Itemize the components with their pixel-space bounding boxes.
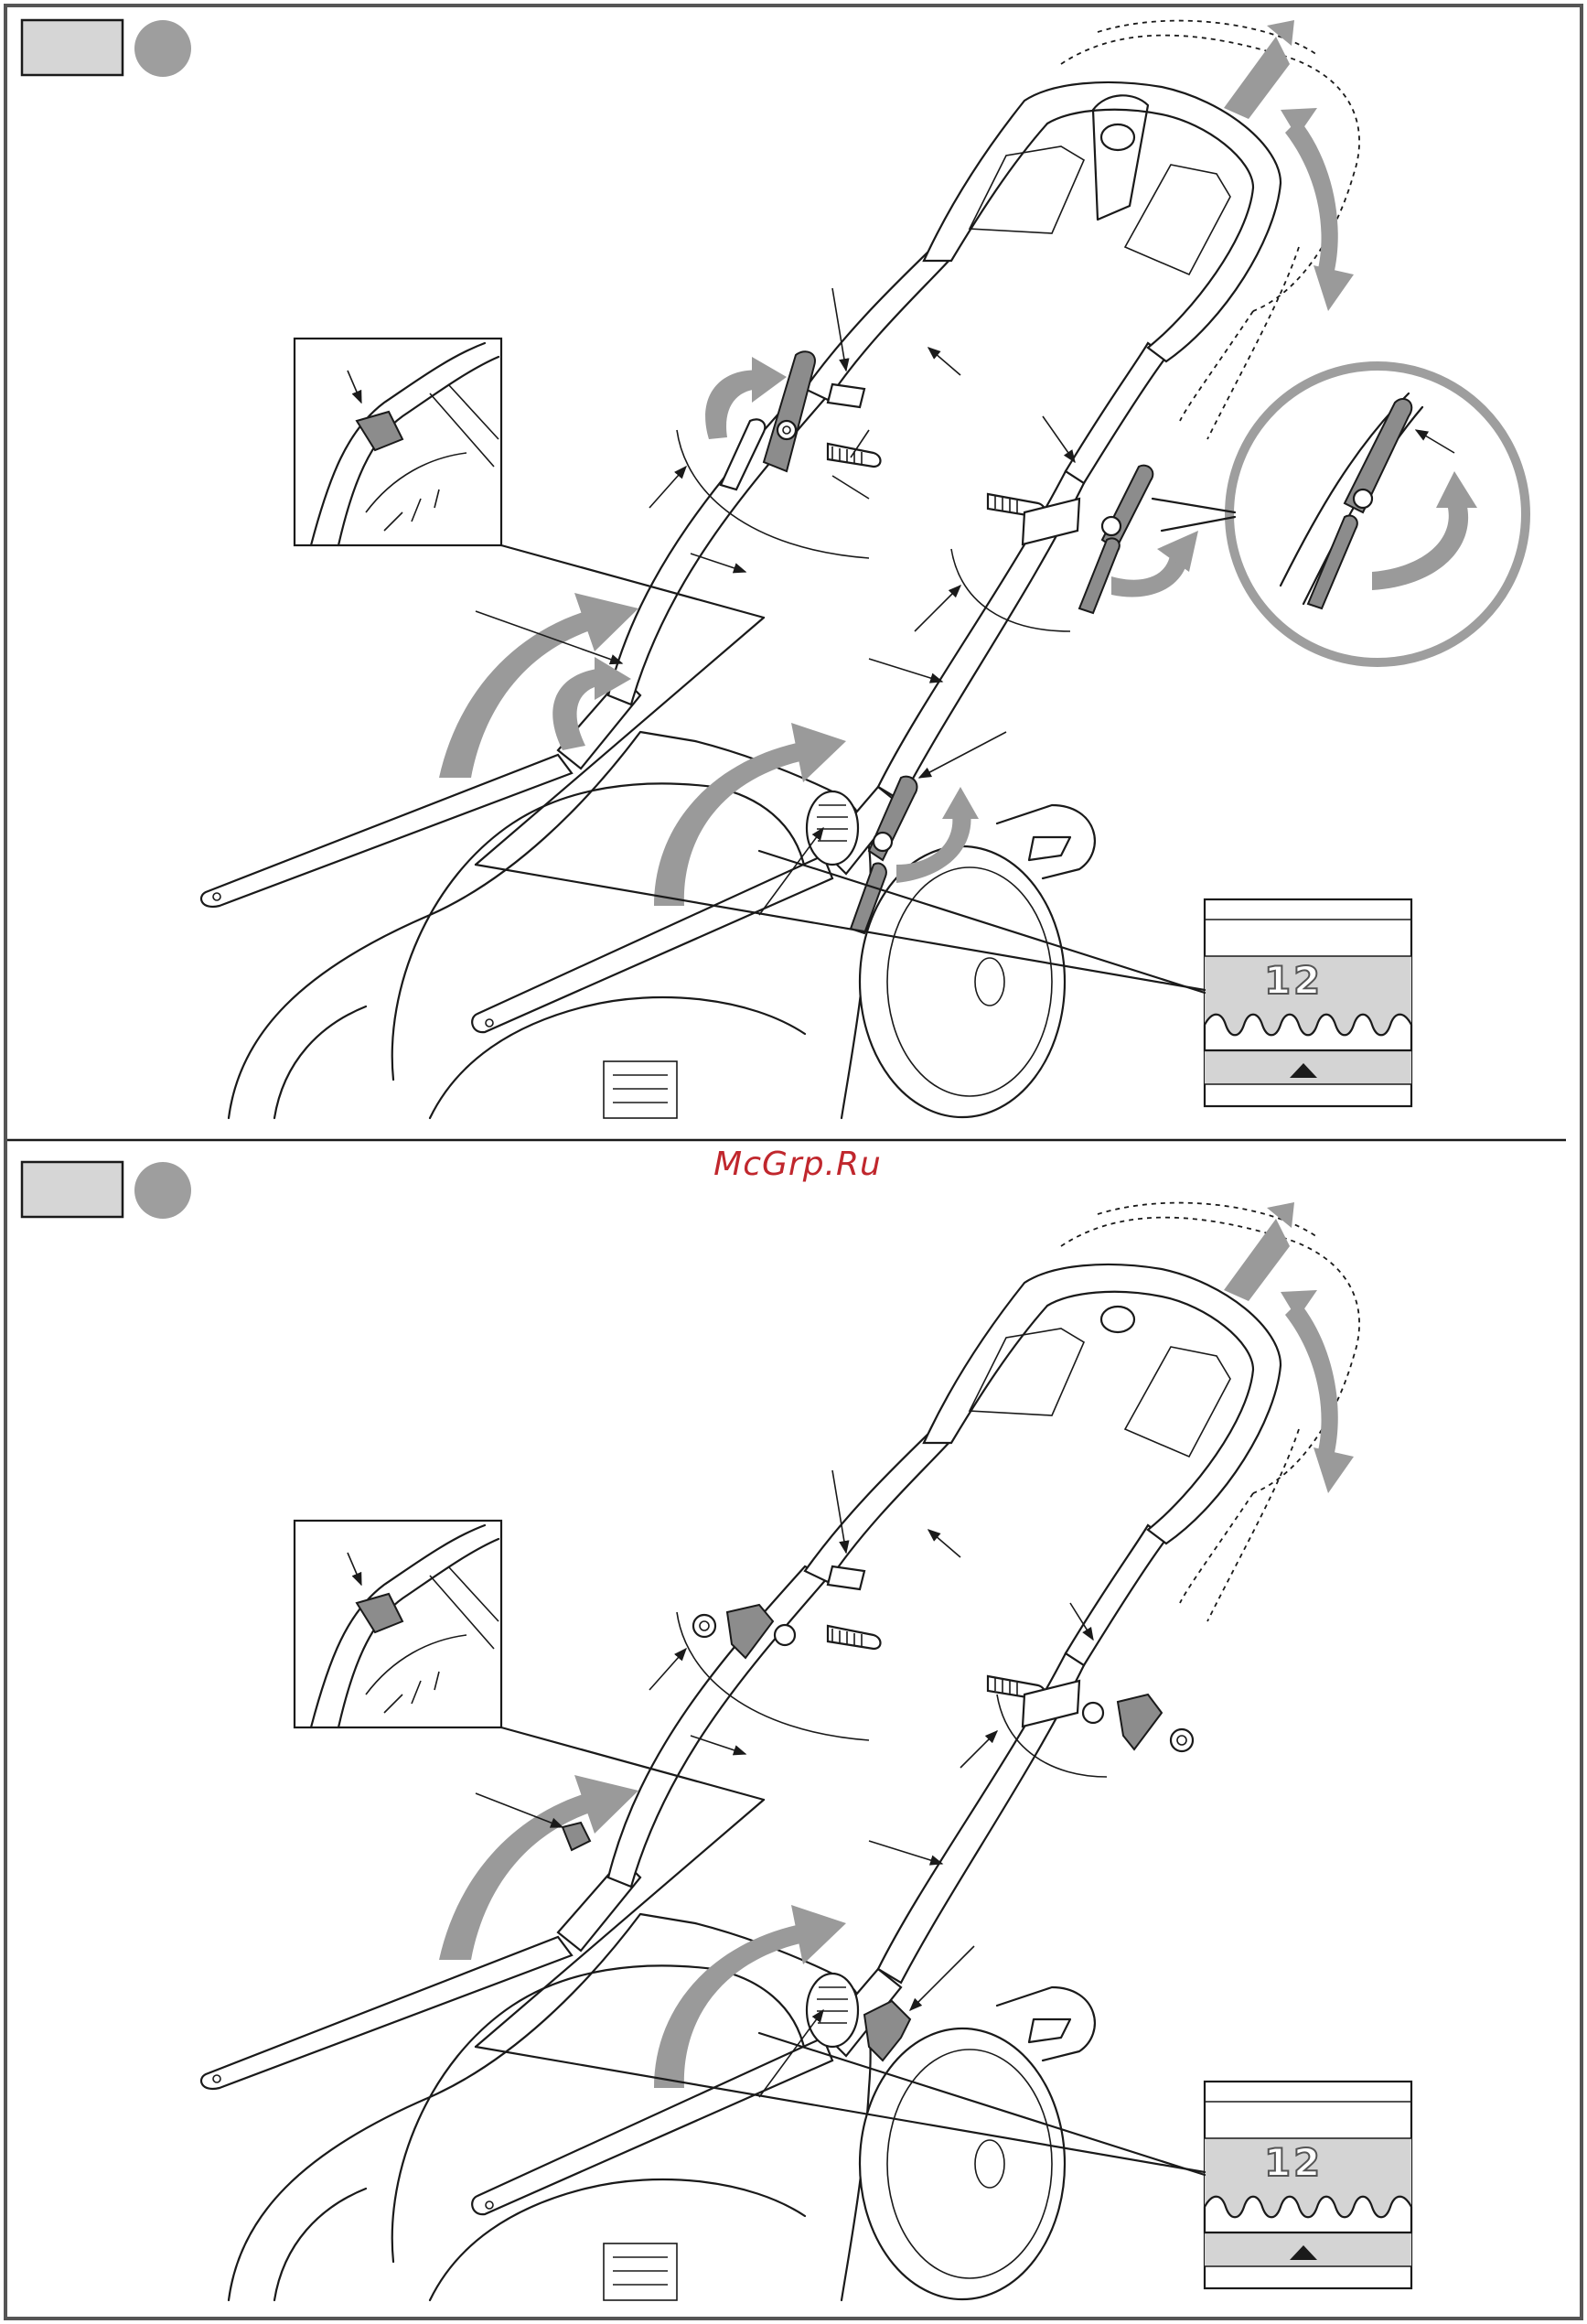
figure-lower: 1 2 xyxy=(22,1162,1411,2300)
scale-label-2: 2 xyxy=(1293,958,1320,1003)
wing-knob-icon xyxy=(1118,1695,1162,1749)
scale-label-1: 1 xyxy=(1264,958,1291,1003)
washer-icon xyxy=(775,1625,795,1645)
figure-upper: 1 2 xyxy=(22,20,1526,1118)
scale-label-2: 2 xyxy=(1293,2140,1320,2185)
mower-deck xyxy=(229,1914,871,2300)
rear-wheel xyxy=(860,805,1095,1117)
washer-icon xyxy=(1083,1703,1103,1723)
upper-handle xyxy=(805,1264,1281,1665)
step-indicator-circle xyxy=(134,1162,191,1219)
watermark-text: McGrp.Ru xyxy=(713,1146,882,1183)
height-adjuster xyxy=(807,791,858,865)
step-number-box xyxy=(22,20,123,75)
upper-handle xyxy=(805,82,1281,483)
outward-arrow-icon xyxy=(1224,20,1294,119)
nut-icon xyxy=(693,1615,715,1637)
scale-label-1: 1 xyxy=(1264,2140,1291,2185)
swing-arc-icon xyxy=(1285,1301,1338,1457)
nut-icon xyxy=(1171,1729,1193,1751)
mower-deck xyxy=(229,732,871,1118)
outward-arrow-icon xyxy=(1224,1202,1294,1301)
wing-knob-icon xyxy=(563,1823,590,1850)
left-quick-release-lever xyxy=(705,351,880,490)
lever-zoom-detail xyxy=(1153,366,1526,662)
swing-arc-icon xyxy=(1285,119,1338,274)
height-adjuster xyxy=(807,1974,858,2047)
step-indicator-circle xyxy=(134,20,191,77)
step-number-box xyxy=(22,1162,123,1217)
